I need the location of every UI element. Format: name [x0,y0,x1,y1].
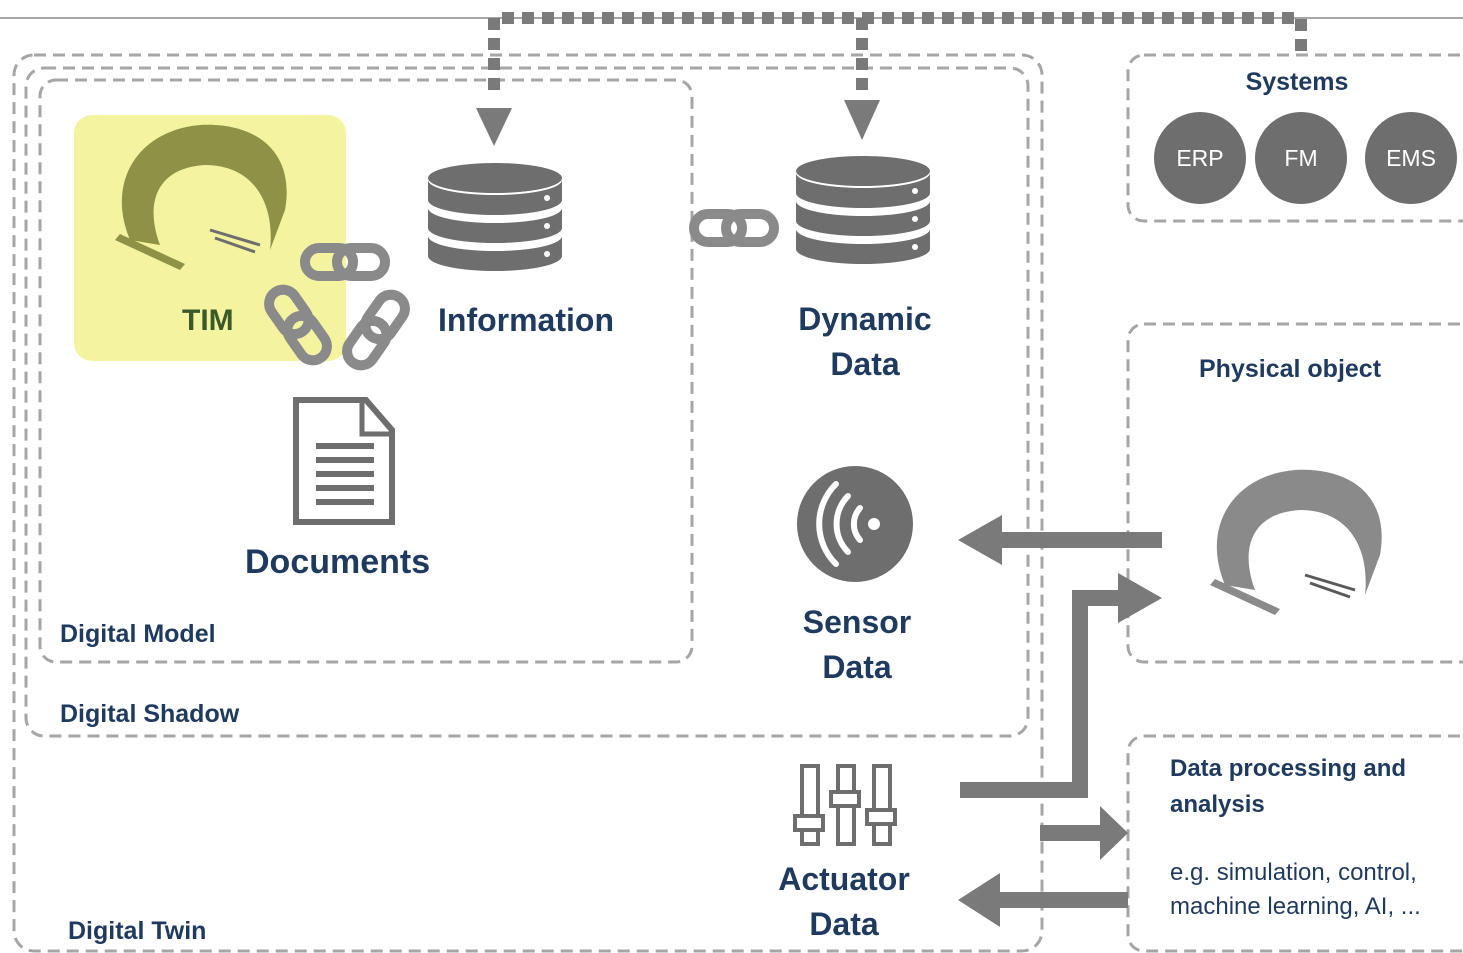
system-erp: ERP [1154,112,1246,204]
data-processing-border [1126,734,1463,953]
data-processing-title-line-2: analysis [1170,791,1265,818]
systems-title: Systems [1245,68,1349,96]
information-database-icon [428,163,562,271]
tim-model-icon [115,124,287,270]
actuator-data-label: Actuator Data [759,857,929,947]
dynamic-data-label: Dynamic Data [780,297,950,387]
arrow-physical-to-sensor [958,515,1162,565]
dynamic-data-line-1: Dynamic [798,301,932,337]
wireless-signal-icon [797,466,913,582]
information-label: Information [438,302,614,338]
arrow-processing-to-twin [958,873,1128,927]
link-icon-model-dynamic [694,214,774,242]
dynamic-data-database-icon [796,156,930,264]
sensor-data-label: Sensor Data [772,600,942,690]
sensor-data-line-2: Data [822,649,892,685]
link-icon-information-documents [342,289,411,371]
arrow-to-dynamic-data [844,100,880,140]
documents-label: Documents [245,543,431,581]
physical-tunnel-icon [1210,469,1382,615]
arrow-twin-to-processing [1040,806,1128,860]
tim-label: TIM [182,304,234,337]
document-icon [293,397,395,525]
sensor-data-line-1: Sensor [802,604,912,640]
digital-twin-border [12,53,1044,953]
systems-border [1126,53,1463,223]
data-processing-title-line-1: Data processing and [1170,755,1407,782]
digital-model-border [38,78,694,664]
data-processing-description: e.g. simulation, control, machine learni… [1170,856,1421,924]
data-processing-title: Data processing and analysis [1170,751,1406,823]
actuator-data-line-1: Actuator [778,861,910,897]
digital-model-label: Digital Model [60,620,216,648]
system-ems: EMS [1365,112,1457,204]
data-processing-desc-line-2: machine learning, AI, ... [1170,893,1421,920]
physical-object-border [1126,322,1463,664]
digital-twin-label: Digital Twin [68,917,207,945]
system-fm: FM [1255,112,1347,204]
arrow-to-information [476,108,512,146]
digital-shadow-border [24,66,1030,738]
arrow-actuator-to-physical [960,573,1162,798]
physical-object-title: Physical object [1199,355,1382,383]
sliders-icon [793,764,897,846]
digital-shadow-label: Digital Shadow [60,700,240,728]
dynamic-data-line-2: Data [830,346,900,382]
data-processing-desc-line-1: e.g. simulation, control, [1170,859,1417,886]
systems-connector [488,12,1307,96]
actuator-data-line-2: Data [809,906,879,942]
